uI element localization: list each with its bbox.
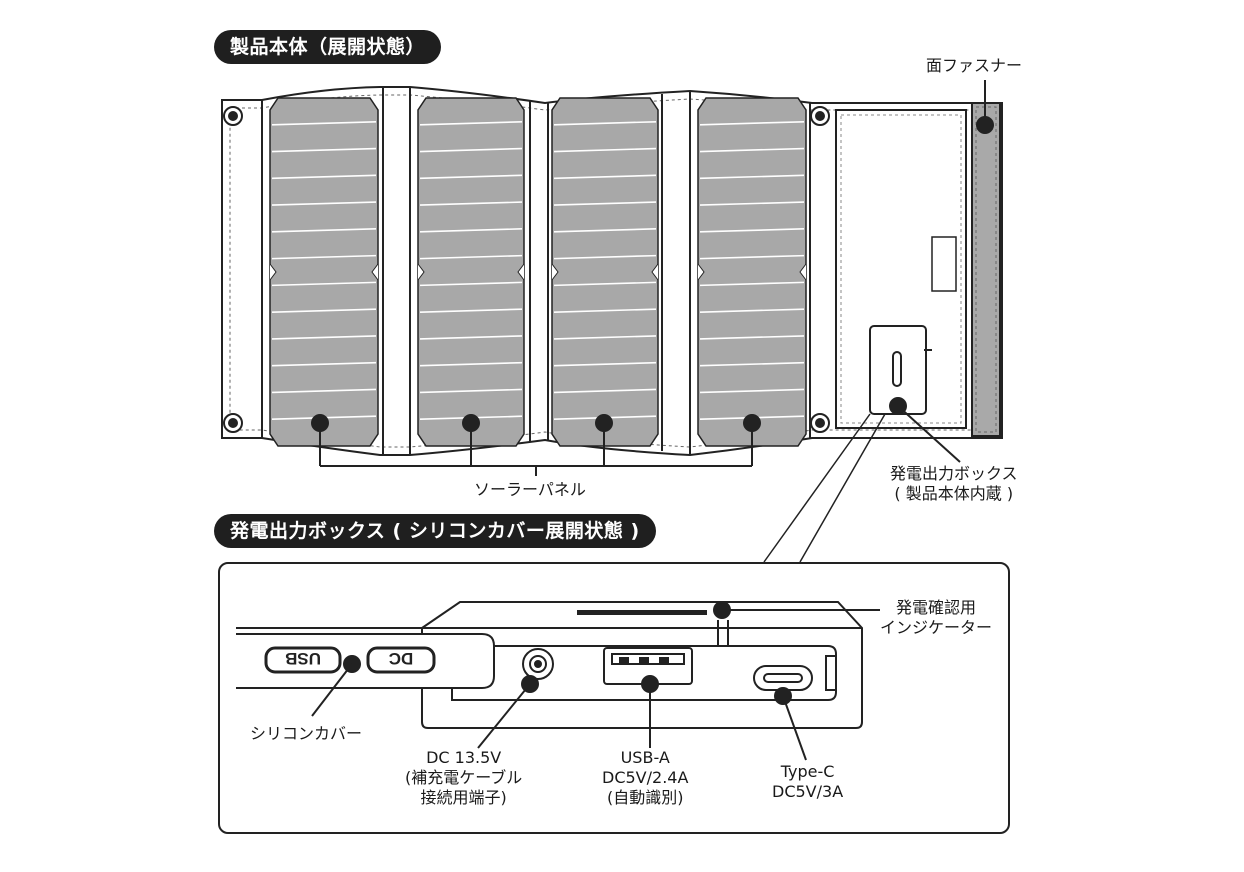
solar-cell-divider [271, 254, 377, 260]
dc-port-label-line1: DC 13.5V [426, 748, 502, 767]
typec-port-label-line2: DC5V/3A [772, 782, 844, 801]
zoom-lines [763, 413, 886, 563]
solar-cell-divider [699, 281, 805, 287]
cover-embossed-labels: USB DC [264, 646, 436, 674]
solar-cell-divider [553, 174, 657, 180]
indicator-label-line2: インジケーター [880, 618, 993, 637]
solar-cell-divider [553, 308, 657, 313]
solar-panel-3 [551, 97, 659, 447]
solar-cell-divider [271, 388, 377, 394]
solar-panel-seam [417, 263, 525, 281]
leader-lines-detail [311, 601, 880, 761]
solar-cell-divider [699, 201, 805, 206]
solar-cell-divider [699, 147, 805, 153]
solar-cell-divider [553, 335, 657, 340]
solar-panel-2 [417, 97, 525, 447]
solar-cell-divider [553, 228, 657, 233]
solar-cell-divider [699, 254, 805, 260]
solar-cell-divider [553, 388, 657, 394]
solar-cell-divider [699, 228, 805, 233]
solar-cell-divider [419, 388, 523, 394]
solar-cell-divider [419, 174, 523, 180]
solar-panel-seam [269, 263, 379, 281]
solar-cell-divider [419, 281, 523, 287]
typec-port-label-line1: Type-C [780, 762, 835, 781]
usba-port-label-line1: USB-A [620, 748, 670, 767]
unfolded-product-body [221, 86, 1003, 457]
solar-cell-divider [271, 308, 377, 313]
solar-panels [269, 97, 807, 447]
solar-cell-divider [271, 361, 377, 367]
leader-lines-top [311, 80, 994, 476]
solar-cell-divider [553, 361, 657, 367]
solar-cell-divider [271, 335, 377, 340]
usba-port-label-line2: DC5V/2.4A [602, 768, 689, 787]
solar-cell-divider [271, 201, 377, 206]
usba-port-label-line3: (自動識別) [606, 788, 684, 807]
usba-port-label: USB-A DC5V/2.4A (自動識別) [602, 748, 688, 808]
solar-cell-divider [553, 201, 657, 206]
solar-cell-divider [699, 120, 805, 126]
indicator-label-line1: 発電確認用 [896, 598, 977, 617]
grommets [223, 106, 830, 433]
output-box-label-line2: ( 製品本体内蔵 ) [894, 484, 1014, 503]
solar-cell-divider [419, 335, 523, 340]
solar-cell-divider [271, 120, 377, 126]
solar-cell-divider [271, 281, 377, 287]
output-box-detail-frame [218, 562, 1010, 834]
indicator-label: 発電確認用 インジケーター [880, 598, 992, 638]
solar-cell-divider [271, 174, 377, 180]
typec-port-label: Type-C DC5V/3A [772, 762, 843, 802]
solar-panel-seam [697, 263, 807, 281]
dc-port-label: DC 13.5V (補充電ケーブル 接続用端子) [405, 748, 522, 808]
cover-usb-label: USB [285, 649, 321, 668]
dc-port-label-line3: 接続用端子) [420, 788, 507, 807]
solar-cell-divider [419, 254, 523, 260]
solar-panel-1 [269, 97, 379, 447]
section-title-output-box: 発電出力ボックス ( シリコンカバー展開状態 ) [214, 514, 656, 548]
solar-cell-divider [699, 361, 805, 367]
solar-cell-divider [699, 308, 805, 313]
cover-dc-label: DC [389, 649, 414, 668]
solar-cell-divider [699, 174, 805, 180]
solar-cell-divider [419, 361, 523, 367]
fastener-label: 面ファスナー [926, 56, 1023, 75]
solar-cell-divider [553, 120, 657, 126]
solar-cell-divider [699, 388, 805, 394]
solar-cell-divider [419, 228, 523, 233]
section-title-unfolded: 製品本体（展開状態） [214, 30, 442, 64]
output-box-label: 発電出力ボックス ( 製品本体内蔵 ) [890, 464, 1018, 504]
dc-port-label-line2: (補充電ケーブル [405, 768, 523, 787]
solar-cell-divider [419, 147, 523, 153]
solar-cell-divider [271, 147, 377, 153]
solar-cell-divider [419, 308, 523, 313]
solar-cell-divider [553, 147, 657, 153]
solar-cell-divider [419, 201, 523, 206]
solar-cell-divider [419, 120, 523, 126]
solar-panel-seam [551, 263, 659, 281]
solar-panel-4 [697, 97, 807, 447]
solar-cell-divider [699, 335, 805, 340]
fastener-strip [971, 102, 1001, 437]
storage-pocket [835, 109, 967, 429]
solar-panel-label: ソーラーパネル [474, 480, 586, 499]
solar-cell-divider [271, 228, 377, 233]
solar-cell-divider [553, 281, 657, 287]
silicon-cover-label: シリコンカバー [250, 724, 363, 743]
solar-cell-divider [553, 254, 657, 260]
output-box-label-line1: 発電出力ボックス [890, 464, 1018, 483]
